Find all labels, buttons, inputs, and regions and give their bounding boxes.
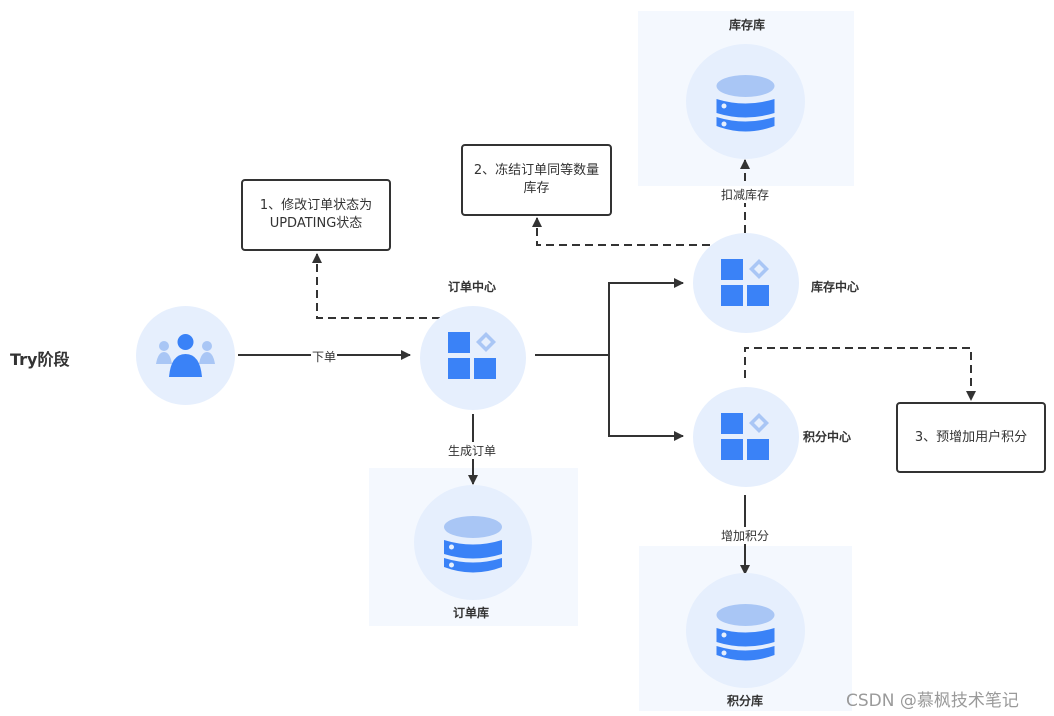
user-node[interactable] xyxy=(136,306,235,405)
edge-label-place-order: 下单 xyxy=(311,348,338,365)
order-center-node[interactable] xyxy=(420,306,526,410)
app-grid-icon xyxy=(721,259,769,306)
edge-note2 xyxy=(532,217,710,246)
note-update-order-status: 1、修改订单状态为UPDATING状态 xyxy=(241,179,391,251)
order-center-label: 订单中心 xyxy=(448,280,497,294)
points-db-node[interactable] xyxy=(686,573,805,688)
points-center-label: 积分中心 xyxy=(803,430,852,444)
order-db-node[interactable] xyxy=(414,485,532,600)
note-freeze-inventory: 2、冻结订单同等数量库存 xyxy=(461,144,612,216)
users-icon xyxy=(156,334,215,377)
app-grid-icon xyxy=(448,332,496,379)
watermark: CSDN @慕枫技术笔记 xyxy=(846,691,1019,711)
database-icon xyxy=(716,75,775,132)
order-db-label: 订单库 xyxy=(453,606,490,620)
edge-to-points-center xyxy=(608,355,684,441)
note-pre-add-points: 3、预增加用户积分 xyxy=(896,402,1046,473)
edge-note1 xyxy=(312,253,440,319)
edge-label-deduct-inventory: 扣减库存 xyxy=(720,186,771,203)
database-icon xyxy=(444,516,502,573)
inventory-center-label: 库存中心 xyxy=(811,280,860,294)
phase-title: Try阶段 xyxy=(10,350,70,369)
inventory-center-node[interactable] xyxy=(693,233,799,333)
edge-to-inventory-center xyxy=(535,278,684,356)
edge-label-create-order: 生成订单 xyxy=(447,442,498,459)
database-icon xyxy=(716,604,775,661)
edge-label-add-points: 增加积分 xyxy=(720,527,771,544)
points-center-node[interactable] xyxy=(693,387,799,487)
inventory-db-node[interactable] xyxy=(686,44,805,159)
edge-note3 xyxy=(744,347,976,401)
app-grid-icon xyxy=(721,413,769,460)
inventory-db-label: 库存库 xyxy=(729,18,766,32)
points-db-label: 积分库 xyxy=(727,694,764,708)
